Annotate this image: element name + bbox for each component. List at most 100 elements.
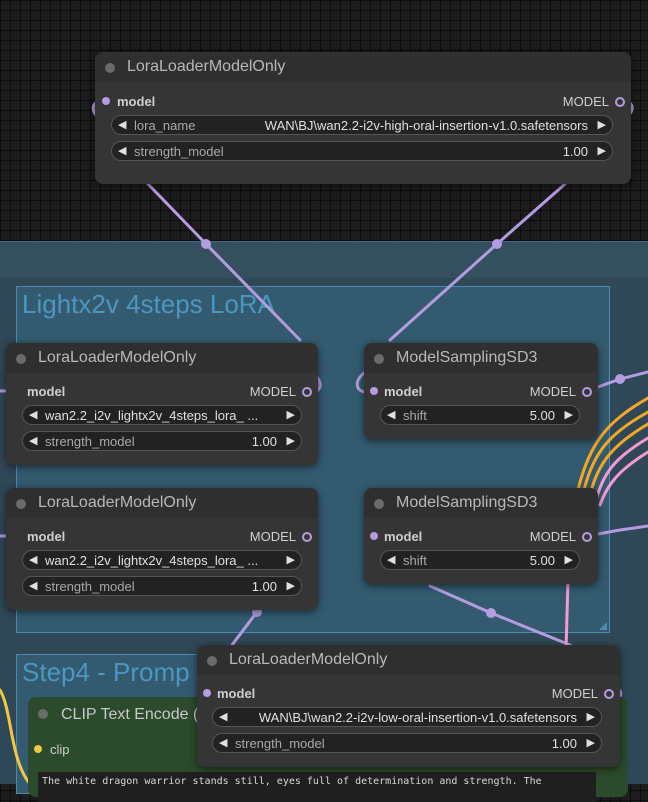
- shift-number[interactable]: ◀ shift 5.00 ▶: [380, 405, 580, 425]
- widget-value: WAN\BJ\wan2.2-i2v-high-oral-insertion-v1…: [264, 118, 588, 133]
- left-arrow-icon[interactable]: ◀: [387, 409, 396, 421]
- right-arrow-icon[interactable]: ▶: [564, 554, 573, 566]
- right-arrow-icon[interactable]: ▶: [586, 737, 595, 749]
- group-step4-title[interactable]: Step4 - Promp: [22, 657, 190, 687]
- input-label-model: model: [117, 94, 156, 109]
- node-lora-lightx2v-1[interactable]: LoraLoaderModelOnly model MODEL ◀ wan2.2…: [6, 343, 318, 465]
- widget-label: strength_model: [134, 144, 224, 159]
- node-model-sampling-1[interactable]: ModelSamplingSD3 model MODEL ◀ shift 5.0…: [364, 343, 598, 439]
- prompt-textarea[interactable]: The white dragon warrior stands still, e…: [38, 772, 596, 802]
- widget-value: 1.00: [251, 579, 277, 594]
- right-arrow-icon[interactable]: ▶: [564, 409, 573, 421]
- group-outer-header: [0, 242, 648, 278]
- left-arrow-icon[interactable]: ◀: [29, 435, 38, 447]
- output-label-model: MODEL: [562, 94, 609, 109]
- output-label-model: MODEL: [529, 384, 576, 399]
- collapse-dot-icon[interactable]: [38, 709, 48, 719]
- input-port-model[interactable]: [370, 532, 378, 540]
- node-title: LoraLoaderModelOnly: [127, 58, 286, 75]
- input-port-model[interactable]: [102, 97, 110, 105]
- reroute-dot[interactable]: [615, 374, 625, 384]
- lora-name-combo[interactable]: ◀ lora_name WAN\BJ\wan2.2-i2v-high-oral-…: [111, 115, 613, 135]
- input-port-clip[interactable]: [34, 745, 42, 753]
- wire-clip: [0, 688, 32, 784]
- left-arrow-icon[interactable]: ◀: [29, 554, 38, 566]
- node-title-bar[interactable]: LoraLoaderModelOnly: [197, 645, 620, 675]
- widget-label: lora_name: [134, 118, 196, 133]
- output-port-model[interactable]: [302, 532, 312, 542]
- node-title-bar[interactable]: LoraLoaderModelOnly: [6, 343, 318, 373]
- node-lora-lightx2v-2[interactable]: LoraLoaderModelOnly model MODEL ◀ wan2.2…: [6, 488, 318, 610]
- left-arrow-icon[interactable]: ◀: [118, 119, 127, 131]
- right-arrow-icon[interactable]: ▶: [286, 435, 295, 447]
- wire-pink-3: [564, 578, 570, 652]
- lora-name-combo[interactable]: ◀ WAN\BJ\wan2.2-i2v-low-oral-insertion-v…: [212, 707, 602, 727]
- lora-name-combo[interactable]: ◀ wan2.2_i2v_lightx2v_4steps_lora_ ... ▶: [22, 550, 302, 570]
- widget-value: WAN\BJ\wan2.2-i2v-low-oral-insertion-v1.…: [258, 710, 577, 725]
- node-title-bar[interactable]: ModelSamplingSD3: [364, 343, 598, 373]
- reroute-dot[interactable]: [201, 239, 211, 249]
- node-title: LoraLoaderModelOnly: [229, 651, 388, 668]
- node-title: ModelSamplingSD3: [396, 494, 538, 511]
- reroute-dot[interactable]: [492, 239, 502, 249]
- strength-model-number[interactable]: ◀ strength_model 1.00 ▶: [22, 431, 302, 451]
- output-port-model[interactable]: [302, 387, 312, 397]
- strength-model-number[interactable]: ◀ strength_model 1.00 ▶: [111, 141, 613, 161]
- node-title-bar[interactable]: LoraLoaderModelOnly: [95, 52, 631, 82]
- wire-pink-2: [598, 450, 648, 507]
- output-label-model: MODEL: [529, 529, 576, 544]
- left-arrow-icon[interactable]: ◀: [219, 711, 228, 723]
- input-label-model: model: [27, 384, 66, 399]
- widget-value: wan2.2_i2v_lightx2v_4steps_lora_ ...: [45, 408, 259, 423]
- wire-model-1: [146, 182, 302, 342]
- strength-model-number[interactable]: ◀ strength_model 1.00 ▶: [212, 733, 602, 753]
- group-resize-handle[interactable]: [599, 622, 607, 630]
- collapse-dot-icon[interactable]: [374, 354, 384, 364]
- right-arrow-icon[interactable]: ▶: [597, 119, 606, 131]
- wire-orange-1: [576, 396, 648, 492]
- wire-model-2: [388, 182, 567, 342]
- widget-value: 1.00: [562, 144, 588, 159]
- right-arrow-icon[interactable]: ▶: [286, 580, 295, 592]
- output-port-model[interactable]: [582, 532, 592, 542]
- widget-value: 5.00: [529, 408, 555, 423]
- shift-number[interactable]: ◀ shift 5.00 ▶: [380, 550, 580, 570]
- output-port-model[interactable]: [615, 97, 625, 107]
- right-arrow-icon[interactable]: ▶: [586, 711, 595, 723]
- widget-label: strength_model: [235, 736, 325, 751]
- left-arrow-icon[interactable]: ◀: [29, 409, 38, 421]
- group-lightx2v-title[interactable]: Lightx2v 4steps LoRA: [22, 289, 275, 319]
- node-title-bar[interactable]: ModelSamplingSD3: [364, 488, 598, 518]
- wire-pink-1: [594, 436, 648, 502]
- input-port-model[interactable]: [370, 387, 378, 395]
- left-arrow-icon[interactable]: ◀: [219, 737, 228, 749]
- right-arrow-icon[interactable]: ▶: [286, 554, 295, 566]
- right-arrow-icon[interactable]: ▶: [286, 409, 295, 421]
- output-port-model[interactable]: [582, 387, 592, 397]
- output-port-model[interactable]: [604, 689, 614, 699]
- node-title-bar[interactable]: LoraLoaderModelOnly: [6, 488, 318, 518]
- node-model-sampling-2[interactable]: ModelSamplingSD3 model MODEL ◀ shift 5.0…: [364, 488, 598, 584]
- left-arrow-icon[interactable]: ◀: [29, 580, 38, 592]
- wire-model-12: [230, 610, 259, 647]
- widget-label: strength_model: [45, 579, 135, 594]
- lora-name-combo[interactable]: ◀ wan2.2_i2v_lightx2v_4steps_lora_ ... ▶: [22, 405, 302, 425]
- node-title: ModelSamplingSD3: [396, 349, 538, 366]
- output-label-model: MODEL: [551, 686, 598, 701]
- collapse-dot-icon[interactable]: [16, 499, 26, 509]
- right-arrow-icon[interactable]: ▶: [597, 145, 606, 157]
- input-port-model[interactable]: [203, 689, 211, 697]
- node-title: CLIP Text Encode (: [61, 706, 199, 723]
- collapse-dot-icon[interactable]: [207, 656, 217, 666]
- left-arrow-icon[interactable]: ◀: [387, 554, 396, 566]
- node-lora-low[interactable]: LoraLoaderModelOnly model MODEL ◀ WAN\BJ…: [197, 645, 620, 767]
- strength-model-number[interactable]: ◀ strength_model 1.00 ▶: [22, 576, 302, 596]
- output-label-model: MODEL: [249, 384, 296, 399]
- collapse-dot-icon[interactable]: [374, 499, 384, 509]
- collapse-dot-icon[interactable]: [16, 354, 26, 364]
- node-lora-top[interactable]: LoraLoaderModelOnly model MODEL ◀ lora_n…: [95, 52, 631, 184]
- left-arrow-icon[interactable]: ◀: [118, 145, 127, 157]
- widget-value: 5.00: [529, 553, 555, 568]
- collapse-dot-icon[interactable]: [105, 63, 115, 73]
- reroute-dot[interactable]: [486, 608, 496, 618]
